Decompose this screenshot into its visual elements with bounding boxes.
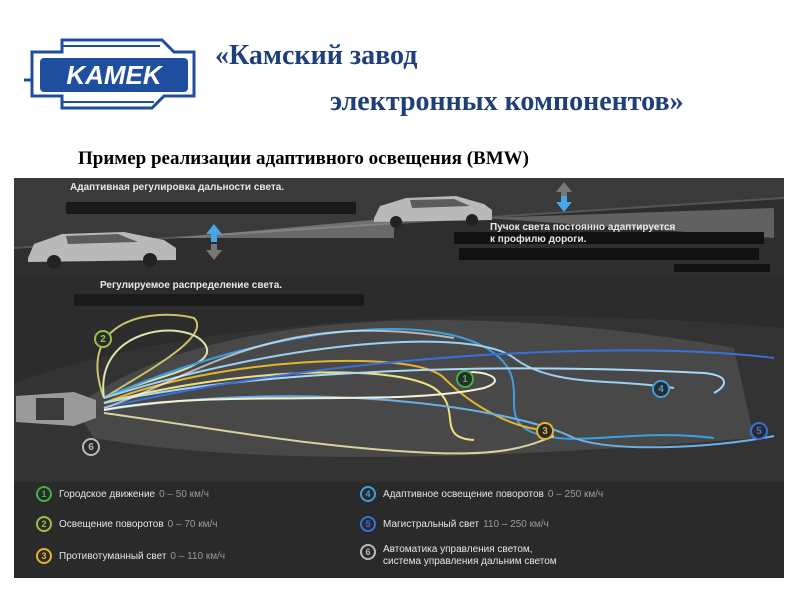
adjust-arrow-left-icon <box>206 224 222 260</box>
kamek-logo: KAMEK <box>22 34 202 114</box>
adjust-arrow-right-icon <box>556 182 572 212</box>
badge-4: 4 <box>652 380 670 398</box>
diagram-graphics <box>14 178 784 578</box>
logo-text: KAMEK <box>66 60 164 90</box>
car-left <box>28 232 176 269</box>
car-right <box>374 196 492 228</box>
badge-5: 5 <box>750 422 768 440</box>
badge-2: 2 <box>94 330 112 348</box>
adaptive-lighting-diagram: Адаптивная регулировка дальности света. … <box>14 178 784 578</box>
badge-1: 1 <box>456 370 474 388</box>
badge-3: 3 <box>536 422 554 440</box>
label-light-distribution: Регулируемое распределение света. <box>100 280 283 291</box>
legend-item-6: 6 Автоматика управления светом,система у… <box>360 544 557 570</box>
label-adaptive-range: Адаптивная регулировка дальности света. <box>70 182 285 193</box>
label-beam-adapts-line2: к профилю дороги. <box>490 234 587 245</box>
label-beam-adapts-line1: Пучок света постоянно адаптируется <box>490 222 676 233</box>
car-top-view <box>16 392 96 426</box>
slide-subtitle: Пример реализации адаптивного освещения … <box>78 148 529 169</box>
page-title-line2: электронных компонентов» <box>330 86 684 117</box>
badge-6: 6 <box>82 438 100 456</box>
page-title-line1: «Камский завод <box>215 40 418 71</box>
